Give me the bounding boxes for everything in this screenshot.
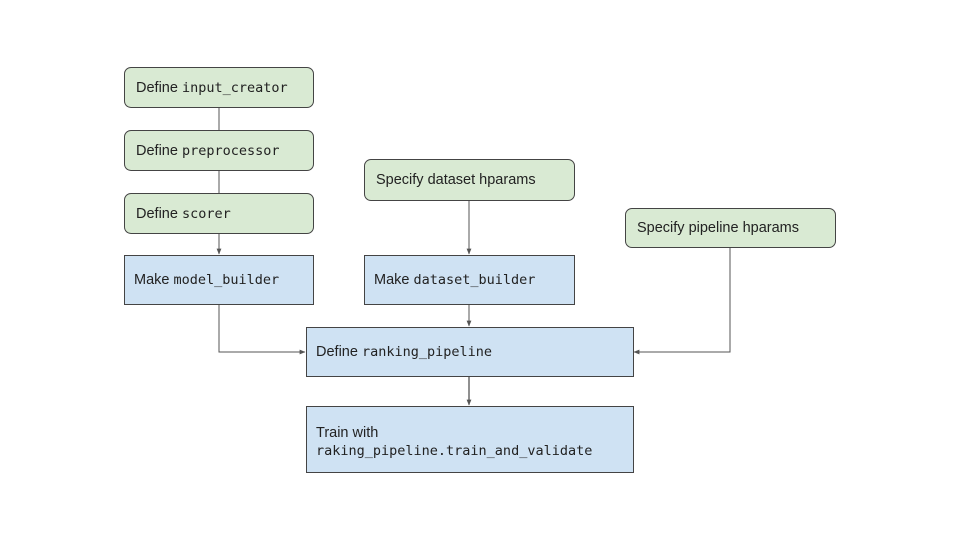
- node-label-code: input_creator: [181, 79, 288, 96]
- node-train-with-pipeline: Train with raking_pipeline.train_and_val…: [306, 406, 634, 473]
- node-label-prefix: Train with: [316, 425, 379, 441]
- node-label-code: ranking_pipeline: [361, 344, 492, 360]
- node-make-dataset-builder: Make dataset_builder: [364, 255, 575, 305]
- edge-pipeline-hparams-to-ranking-pipeline: [633, 248, 731, 355]
- node-specify-dataset-hparams: Specify dataset hparams: [364, 159, 575, 201]
- node-label-prefix: Define: [136, 142, 182, 159]
- node-label-prefix: Define: [316, 344, 362, 360]
- node-label-prefix: Define: [136, 205, 182, 222]
- node-label-prefix: Make: [134, 272, 174, 288]
- node-label-code: model_builder: [173, 272, 280, 288]
- node-label-prefix: Define: [136, 79, 182, 96]
- node-label-code: dataset_builder: [413, 272, 536, 288]
- node-define-preprocessor: Define preprocessor: [124, 130, 314, 171]
- node-define-input-creator: Define input_creator: [124, 67, 314, 108]
- node-label-code: raking_pipeline.train_and_validate: [316, 443, 593, 459]
- node-label-text: Specify dataset hparams: [376, 172, 536, 188]
- node-make-model-builder: Make model_builder: [124, 255, 314, 305]
- node-define-ranking-pipeline: Define ranking_pipeline: [306, 327, 634, 377]
- node-define-scorer: Define scorer: [124, 193, 314, 234]
- node-label-code: preprocessor: [181, 142, 280, 159]
- node-specify-pipeline-hparams: Specify pipeline hparams: [625, 208, 836, 248]
- node-label-prefix: Make: [374, 272, 414, 288]
- node-label-code: scorer: [181, 205, 231, 222]
- edge-model-builder-to-ranking-pipeline: [218, 305, 306, 355]
- node-label-text: Specify pipeline hparams: [637, 220, 800, 236]
